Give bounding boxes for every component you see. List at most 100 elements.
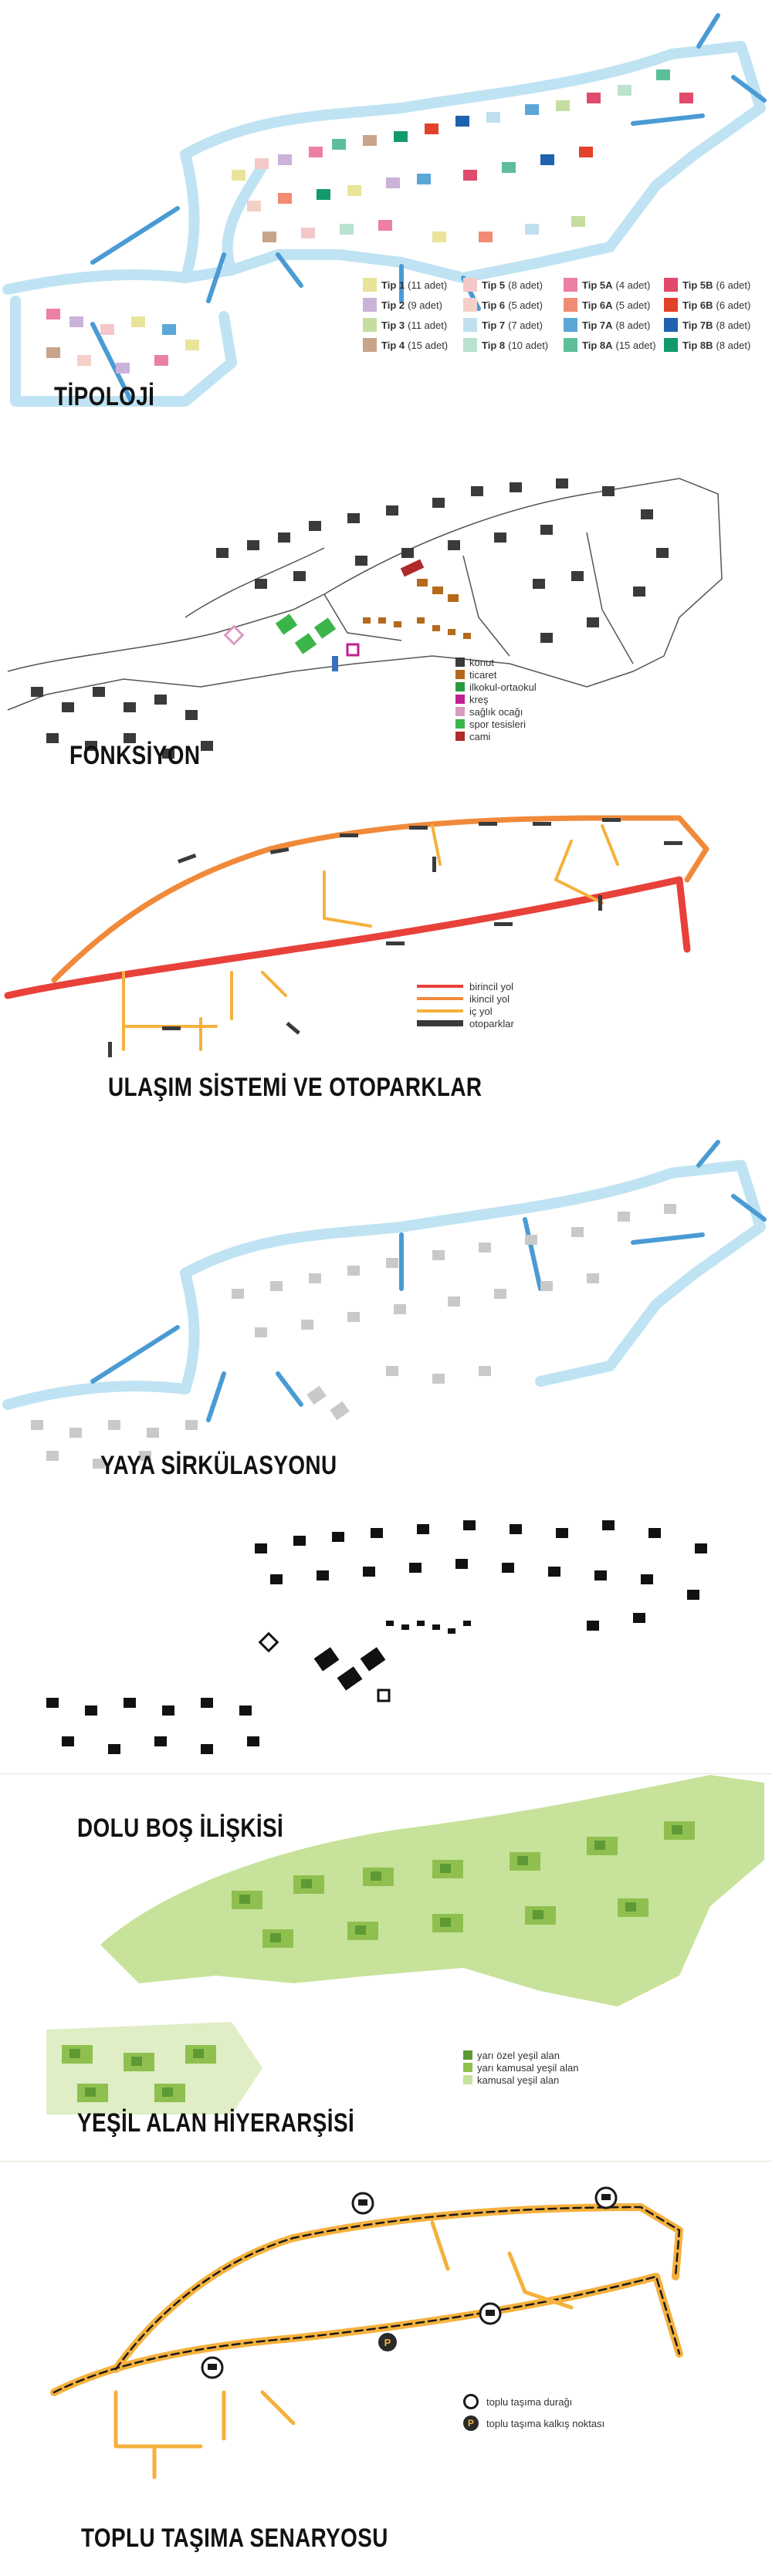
legend-swatch — [455, 670, 465, 679]
tipoloji-legend-item: Tip 5B(6 adet) — [664, 278, 764, 292]
legend-item-stop: toplu taşıma durağı — [463, 2391, 604, 2412]
fonksiyon-commerce — [363, 579, 471, 639]
fonksiyon-legend-item: ilkokul-ortaokul — [455, 681, 537, 693]
legend-swatch — [564, 298, 577, 312]
toplu-title: TOPLU TAŞIMA SENARYOSU — [81, 2524, 388, 2553]
tipoloji-section: Tip 1(11 adet)Tip 5(8 adet)Tip 5A(4 adet… — [0, 0, 772, 432]
yesil-legend-item: yarı özel yeşil alan — [463, 2049, 579, 2061]
legend-swatch — [664, 318, 678, 332]
toplu-departure-point: P — [378, 2333, 397, 2351]
legend-swatch — [564, 338, 577, 352]
yesil-legend-item: yarı kamusal yeşil alan — [463, 2061, 579, 2074]
toplu-map: P — [50, 2186, 683, 2480]
ulasim-title: ULAŞIM SİSTEMİ VE OTOPARKLAR — [108, 1073, 482, 1102]
legend-swatch — [463, 2063, 472, 2072]
legend-swatch — [463, 318, 477, 332]
yaya-map — [2, 1140, 767, 1469]
dolubos-section: DOLU BOŞ İLİŞKİSİ — [0, 1497, 772, 1852]
ulasim-parking — [108, 818, 682, 1057]
legend-swatch — [417, 1020, 463, 1026]
fonksiyon-legend-item: ticaret — [455, 668, 537, 681]
tipoloji-legend-item: Tip 2(9 adet) — [363, 298, 463, 312]
dolubos-map — [46, 1520, 707, 1754]
toplu-stops — [201, 2186, 618, 2379]
legend-swatch — [664, 278, 678, 292]
legend-swatch — [455, 682, 465, 691]
legend-swatch — [463, 278, 477, 292]
tipoloji-legend-item: Tip 3(11 adet) — [363, 318, 463, 332]
tipoloji-legend-item: Tip 1(11 adet) — [363, 278, 463, 292]
tipoloji-legend-item: Tip 6A(5 adet) — [564, 298, 664, 312]
tipoloji-legend-item: Tip 7B(8 adet) — [664, 318, 764, 332]
tipoloji-legend-item: Tip 8(10 adet) — [463, 338, 564, 352]
legend-swatch — [664, 338, 678, 352]
dolubos-buildings — [46, 1520, 707, 1754]
tipoloji-legend-item: Tip 8B(8 adet) — [664, 338, 764, 352]
legend-swatch — [463, 2075, 472, 2084]
tipoloji-legend-item: Tip 7A(8 adet) — [564, 318, 664, 332]
legend-swatch — [455, 732, 465, 741]
tipoloji-legend-item: Tip 6B(6 adet) — [664, 298, 764, 312]
yesil-semiprivate — [69, 1825, 682, 2097]
yesil-legend-item: kamusal yeşil alan — [463, 2074, 579, 2086]
legend-swatch — [417, 1009, 463, 1012]
dolubos-title: DOLU BOŞ İLİŞKİSİ — [77, 1814, 284, 1843]
legend-swatch — [564, 278, 577, 292]
fonksiyon-legend-item: kreş — [455, 693, 537, 705]
fonksiyon-map — [7, 478, 723, 759]
fonksiyon-legend-item: konut — [455, 656, 537, 668]
legend-swatch — [455, 695, 465, 704]
legend-swatch — [455, 719, 465, 729]
legend-swatch — [664, 298, 678, 312]
section-divider — [0, 2161, 772, 2162]
legend-swatch — [564, 318, 577, 332]
legend-item-departure: P toplu taşıma kalkış noktası — [463, 2412, 604, 2434]
fonksiyon-legend-item: sağlık ocağı — [455, 705, 537, 718]
fonksiyon-housing — [31, 478, 669, 759]
ulasim-map — [4, 815, 709, 1057]
fonksiyon-kres — [346, 643, 360, 657]
tipoloji-legend-item: Tip 5(8 adet) — [463, 278, 564, 292]
legend-swatch — [463, 2050, 472, 2060]
fonksiyon-mosque — [400, 559, 425, 577]
yesil-title: YEŞİL ALAN HİYERARŞİSİ — [77, 2108, 355, 2138]
tipoloji-legend-item: Tip 7(7 adet) — [463, 318, 564, 332]
toplu-section: P toplu taşıma durağı P toplu taşıma kal… — [0, 2161, 772, 2576]
tipoloji-legend-item: Tip 4(15 adet) — [363, 338, 463, 352]
fonksiyon-legend-item: cami — [455, 730, 537, 742]
ulasim-legend-item: birincil yol — [417, 980, 514, 992]
legend-swatch — [463, 298, 477, 312]
legend-swatch — [363, 278, 377, 292]
legend-swatch — [455, 658, 465, 667]
fonksiyon-school — [275, 614, 337, 654]
parking-p-icon: P — [463, 2415, 479, 2431]
fonksiyon-legend-item: spor tesisleri — [455, 718, 537, 730]
yaya-buildings — [31, 1204, 676, 1469]
ulasim-legend-item: ikincil yol — [417, 992, 514, 1005]
section-divider — [0, 1773, 772, 1774]
legend-swatch — [417, 997, 463, 1000]
ulasim-legend-item: otoparklar — [417, 1017, 514, 1029]
legend-swatch — [463, 338, 477, 352]
legend-swatch — [417, 985, 463, 988]
bus-stop-icon — [463, 2394, 479, 2409]
toplu-legend: toplu taşıma durağı P toplu taşıma kalkı… — [463, 2391, 604, 2434]
yesil-map — [46, 1775, 764, 2115]
tipoloji-legend-item: Tip 5A(4 adet) — [564, 278, 664, 292]
yaya-title: YAYA SİRKÜLASYONU — [100, 1451, 337, 1480]
tipoloji-title: TİPOLOJİ — [54, 382, 155, 411]
svg-text:P: P — [384, 2337, 391, 2348]
legend-swatch — [455, 707, 465, 716]
legend-swatch — [363, 318, 377, 332]
tipoloji-legend-item: Tip 6(5 adet) — [463, 298, 564, 312]
fonksiyon-saglik — [223, 624, 245, 646]
tipoloji-map — [2, 13, 767, 407]
ulasim-legend-item: iç yol — [417, 1005, 514, 1017]
legend-swatch — [363, 298, 377, 312]
fonksiyon-title: FONKSİYON — [69, 741, 201, 770]
